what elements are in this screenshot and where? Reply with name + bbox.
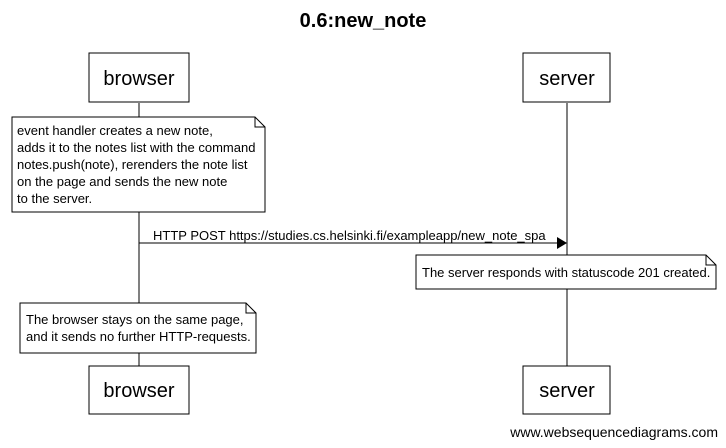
message-http-post: HTTP POST https://studies.cs.helsinki.fi… <box>139 228 567 249</box>
note-event-handler-line-5: to the server. <box>17 191 92 206</box>
participant-server-top-label: server <box>539 68 595 90</box>
note-event-handler-line-1: event handler creates a new note, <box>17 123 213 138</box>
note-event-handler-line-3: notes.push(note), rerenders the note lis… <box>17 157 248 172</box>
note-server-responds: The server responds with statuscode 201 … <box>415 254 717 290</box>
participant-server-bottom: server <box>522 365 611 415</box>
message-http-post-label: HTTP POST https://studies.cs.helsinki.fi… <box>153 228 546 243</box>
note-server-responds-line-1: The server responds with statuscode 201 … <box>422 265 710 280</box>
participant-server-bottom-label: server <box>539 380 595 402</box>
participant-server-top: server <box>522 52 611 103</box>
note-browser-stays-line-2: and it sends no further HTTP-requests. <box>26 329 251 344</box>
note-browser-stays: The browser stays on the same page, and … <box>19 302 257 354</box>
participant-browser-bottom-label: browser <box>103 380 174 402</box>
note-event-handler-line-2: adds it to the notes list with the comma… <box>17 140 255 155</box>
participant-browser-top-label: browser <box>103 68 174 90</box>
watermark-link[interactable]: www.websequencediagrams.com <box>510 424 718 440</box>
note-browser-stays-line-1: The browser stays on the same page, <box>26 312 244 327</box>
note-event-handler-line-4: on the page and sends the new note <box>17 174 227 189</box>
note-event-handler: event handler creates a new note, adds i… <box>11 116 266 213</box>
participant-browser-top: browser <box>88 52 190 103</box>
participant-browser-bottom: browser <box>88 365 190 415</box>
diagram-title: 0.6:new_note <box>299 10 427 32</box>
